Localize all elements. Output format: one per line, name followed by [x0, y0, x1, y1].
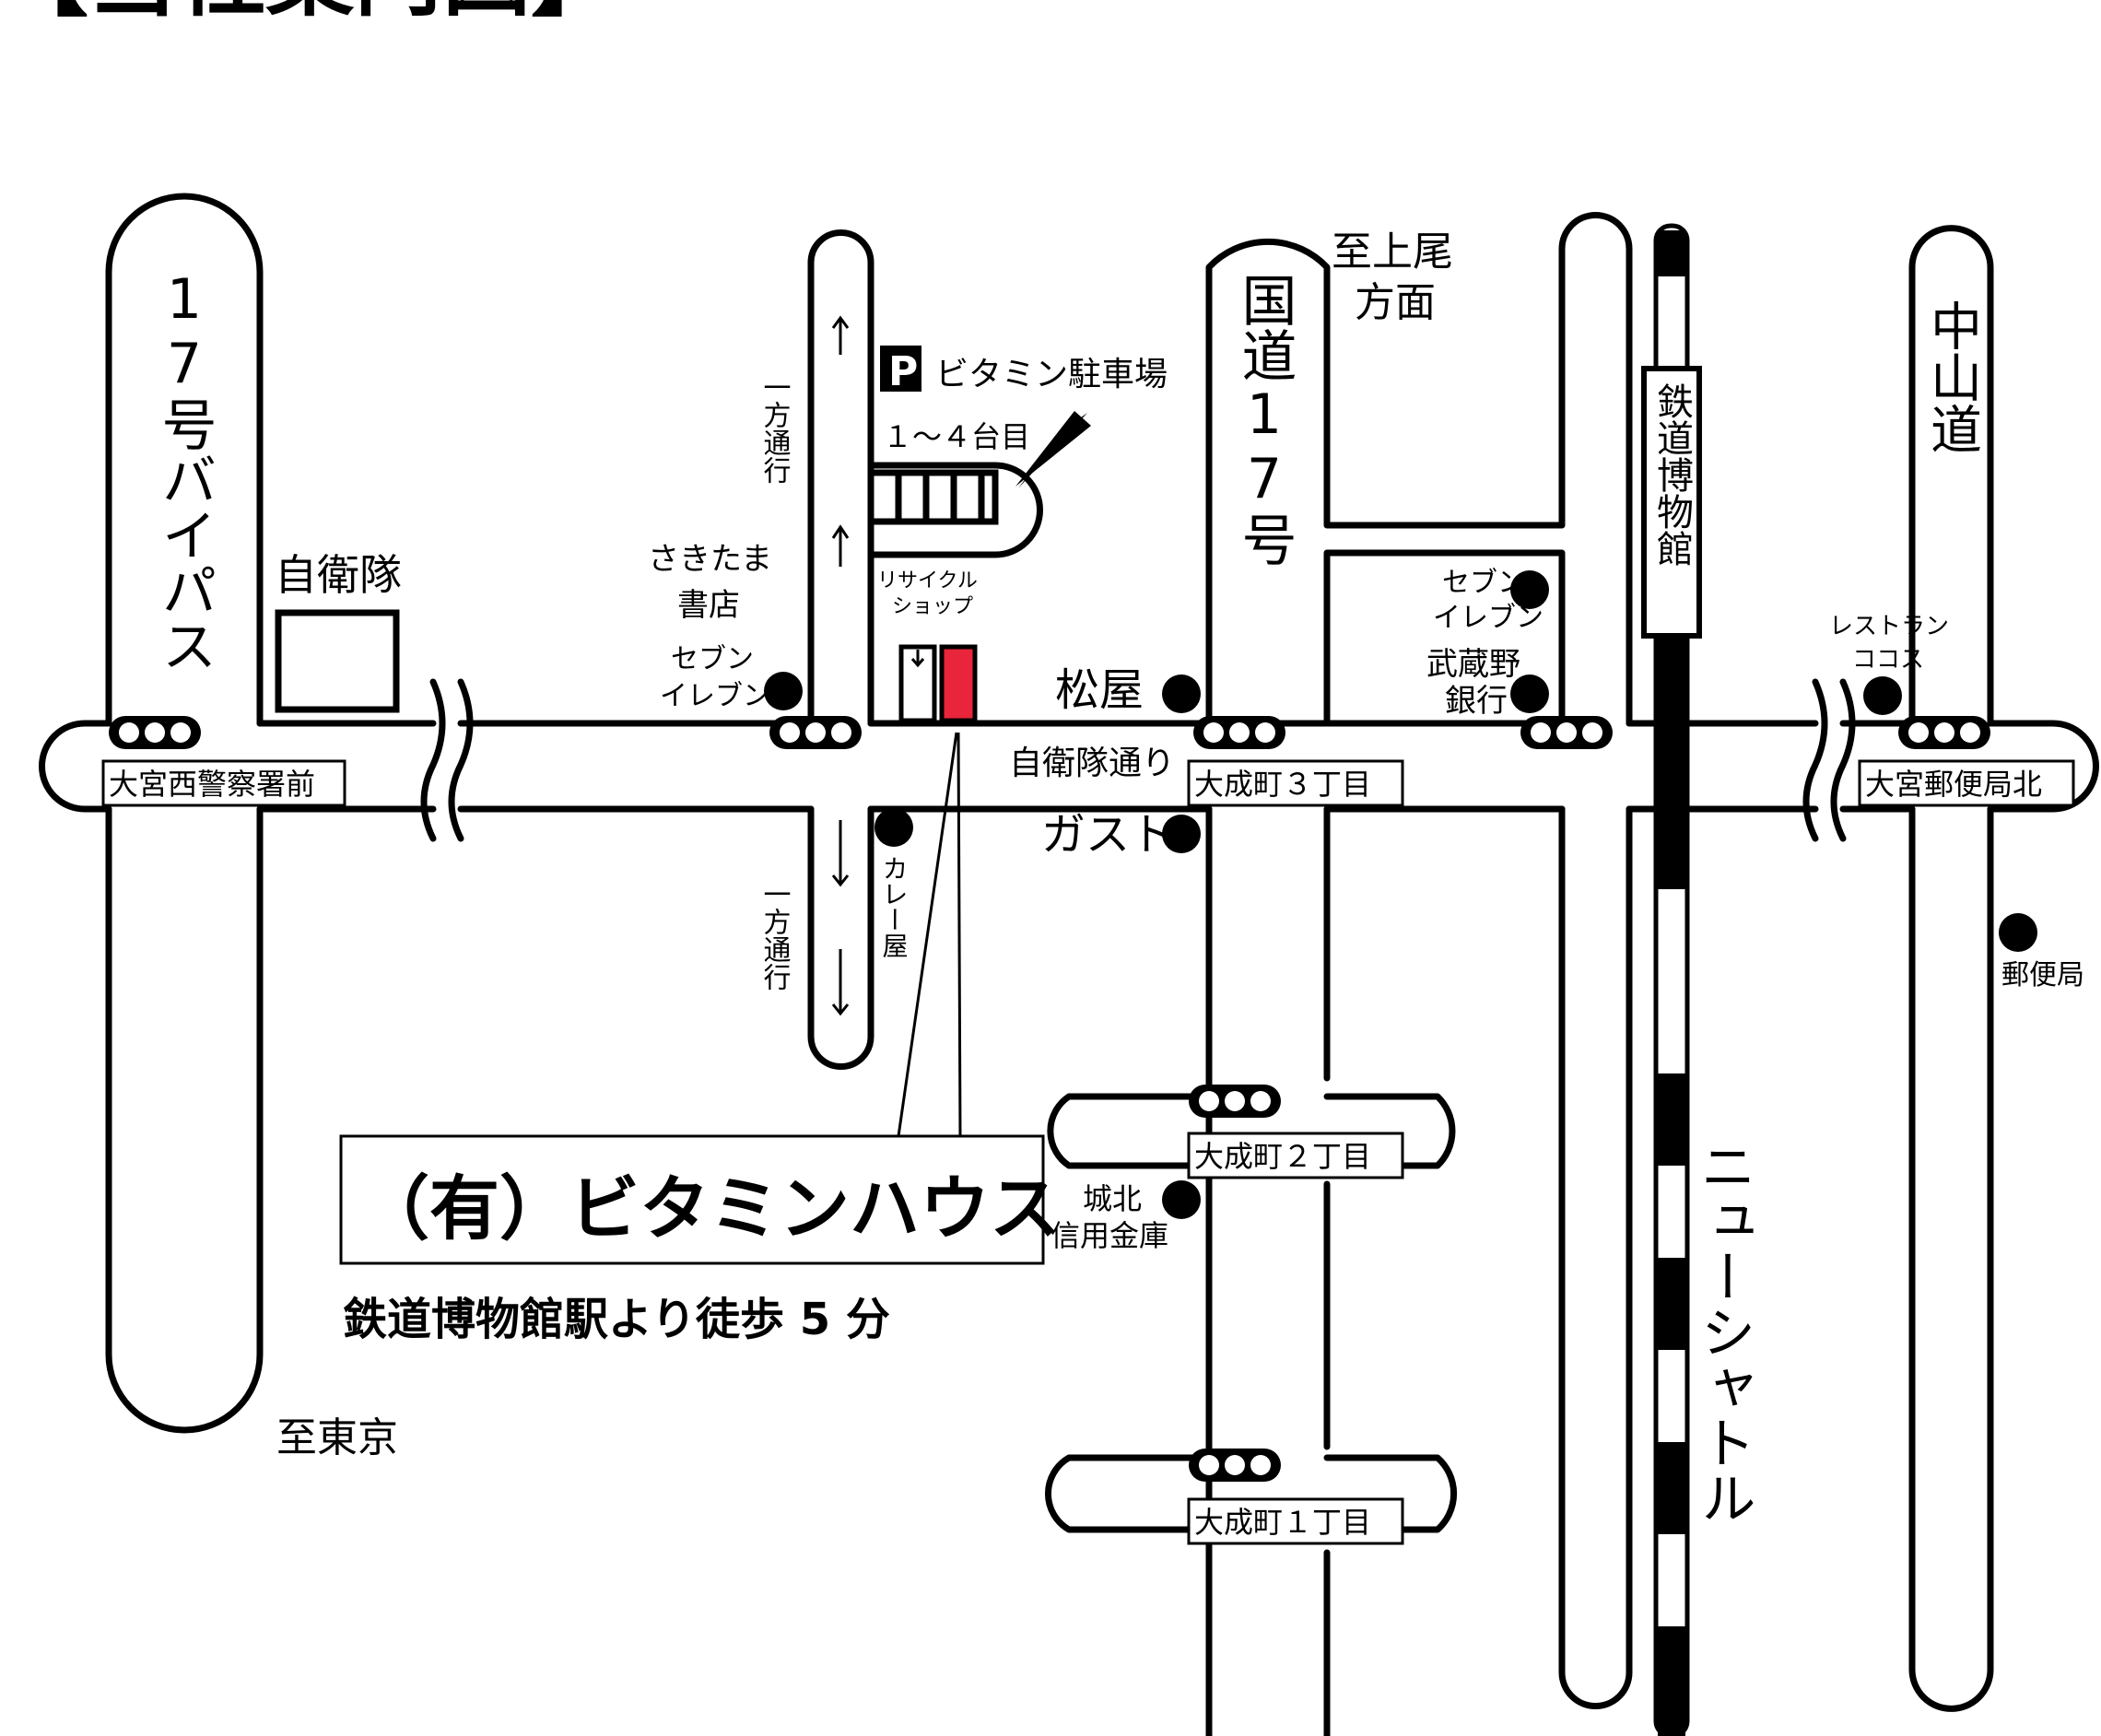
traffic-signal: [1898, 716, 1990, 749]
seven-eleven-left-label: セブン イレブン: [660, 643, 770, 712]
traffic-signal: [1189, 1085, 1281, 1118]
road-route17: [1205, 212, 1633, 1736]
curry-label: カレー屋: [879, 855, 910, 958]
new-shuttle-label: ニューシャトル: [1691, 1138, 1755, 1525]
dot-seven-eleven-right: [1510, 570, 1549, 609]
bypass17-label: 17号バイパス: [152, 267, 217, 673]
oneway-label-north: 一方通行: [758, 373, 792, 484]
intersection-onaricho2: 大成町２丁目: [1187, 1132, 1404, 1179]
parking-icon-letter: P: [888, 348, 918, 395]
dot-cocos: [1863, 676, 1902, 715]
break-mark-right: [1802, 678, 1856, 842]
road-oneway-north: [807, 229, 874, 727]
svg-text:大成町２丁目: 大成町２丁目: [1194, 1139, 1371, 1174]
gusto-label: ガスト: [1041, 809, 1174, 861]
road-nakasendo: [1908, 225, 1994, 1712]
rail-dash: [1658, 1442, 1685, 1534]
parking-bays: [867, 469, 999, 525]
to-ageo-label: 至上尾 方面: [1332, 229, 1466, 326]
intersection-omiya-post-north: 大宮郵便局北: [1858, 759, 2075, 807]
traffic-signal: [1189, 1449, 1281, 1482]
intersection-onaricho1: 大成町１丁目: [1187, 1497, 1404, 1545]
rail-dash: [1658, 1626, 1685, 1736]
oneway-label-south: 一方通行: [758, 880, 792, 991]
traffic-signals: [109, 716, 1990, 1482]
to-tokyo-label: 至東京: [276, 1414, 398, 1461]
rail-dash: [1658, 599, 1685, 889]
road-bypass17: [105, 193, 264, 1434]
route17-label: 国道17号: [1232, 272, 1297, 567]
rail-dash: [1658, 230, 1685, 276]
seven-eleven-right-label: セブン イレブン: [1433, 567, 1543, 634]
road-jieitai-dori: [39, 720, 2099, 813]
road-onaricho1: [1045, 1454, 1458, 1533]
road-oneway-south: [807, 805, 874, 1070]
landmark-dots: [764, 570, 2037, 1219]
break-mark-left: [420, 678, 474, 842]
traffic-signal: [109, 716, 201, 749]
leader-line-2: [957, 732, 962, 1137]
company-name: （有）ビタミンハウス: [359, 1167, 1060, 1249]
svg-text:大宮西警察署前: 大宮西警察署前: [109, 767, 315, 802]
svg-text:大成町３丁目: 大成町３丁目: [1194, 767, 1371, 802]
dot-post-office: [1999, 913, 2037, 952]
map-title: 【当社案内図】: [0, 0, 619, 29]
cocos-label: レストラン ココス: [1829, 613, 1956, 674]
parking-slots: １～４台目: [883, 419, 1030, 454]
dot-matsuya: [1162, 674, 1201, 713]
leader-line-1: [897, 732, 958, 1137]
station-label: 鉄道博物館: [1650, 382, 1693, 567]
recycle-shop-label: リサイクル ショップ: [877, 569, 984, 618]
svg-text:大宮郵便局北: 大宮郵便局北: [1865, 767, 2042, 802]
company-box: [339, 1134, 1045, 1265]
parking-pointer-2: [1015, 411, 1091, 487]
road-onaricho2: [1047, 1093, 1456, 1169]
rail-dash: [1658, 1258, 1685, 1350]
intersection-onaricho3: 大成町３丁目: [1187, 759, 1404, 807]
dot-musashino-bank: [1510, 674, 1549, 713]
parking-spur: [867, 462, 1043, 558]
company-building: [939, 644, 978, 723]
jieitai-building: [275, 609, 400, 713]
svg-text:大成町１丁目: 大成町１丁目: [1194, 1505, 1371, 1540]
dot-johoku-shinkin: [1162, 1180, 1201, 1219]
traffic-signal: [769, 716, 862, 749]
jieitai-dori-label: 自衛隊通り: [1009, 745, 1175, 782]
recycle-shop-arrow: [910, 650, 925, 668]
parking-name: ビタミン駐車場: [935, 356, 1168, 393]
traffic-signal: [1193, 716, 1285, 749]
jieitai-label: 自衛隊: [275, 550, 402, 600]
matsuya-label: 松屋: [1055, 664, 1144, 716]
post-office-label: 郵便局: [2001, 959, 2084, 991]
intersection-omiya-nishi-police: 大宮西警察署前: [101, 759, 346, 807]
nakasendo-label: 中山道: [1922, 299, 1982, 454]
sakitama-label: さきたま 書店: [648, 541, 782, 624]
company-access: 鉄道博物館駅より徒歩 5 分: [343, 1294, 890, 1345]
traffic-signal: [1520, 716, 1613, 749]
rail-dash: [1658, 1073, 1685, 1166]
dot-gusto: [1162, 815, 1201, 853]
station-label-box: [1641, 366, 1702, 639]
dot-curry: [874, 808, 913, 847]
oneway-arrows: [831, 315, 850, 1016]
musashino-bank-label: 武蔵野 銀行: [1426, 646, 1531, 720]
dot-seven-eleven-left: [764, 672, 803, 710]
parking-icon: [880, 346, 921, 392]
johoku-shinkin-label: 城北 信用金庫: [1050, 1181, 1168, 1253]
